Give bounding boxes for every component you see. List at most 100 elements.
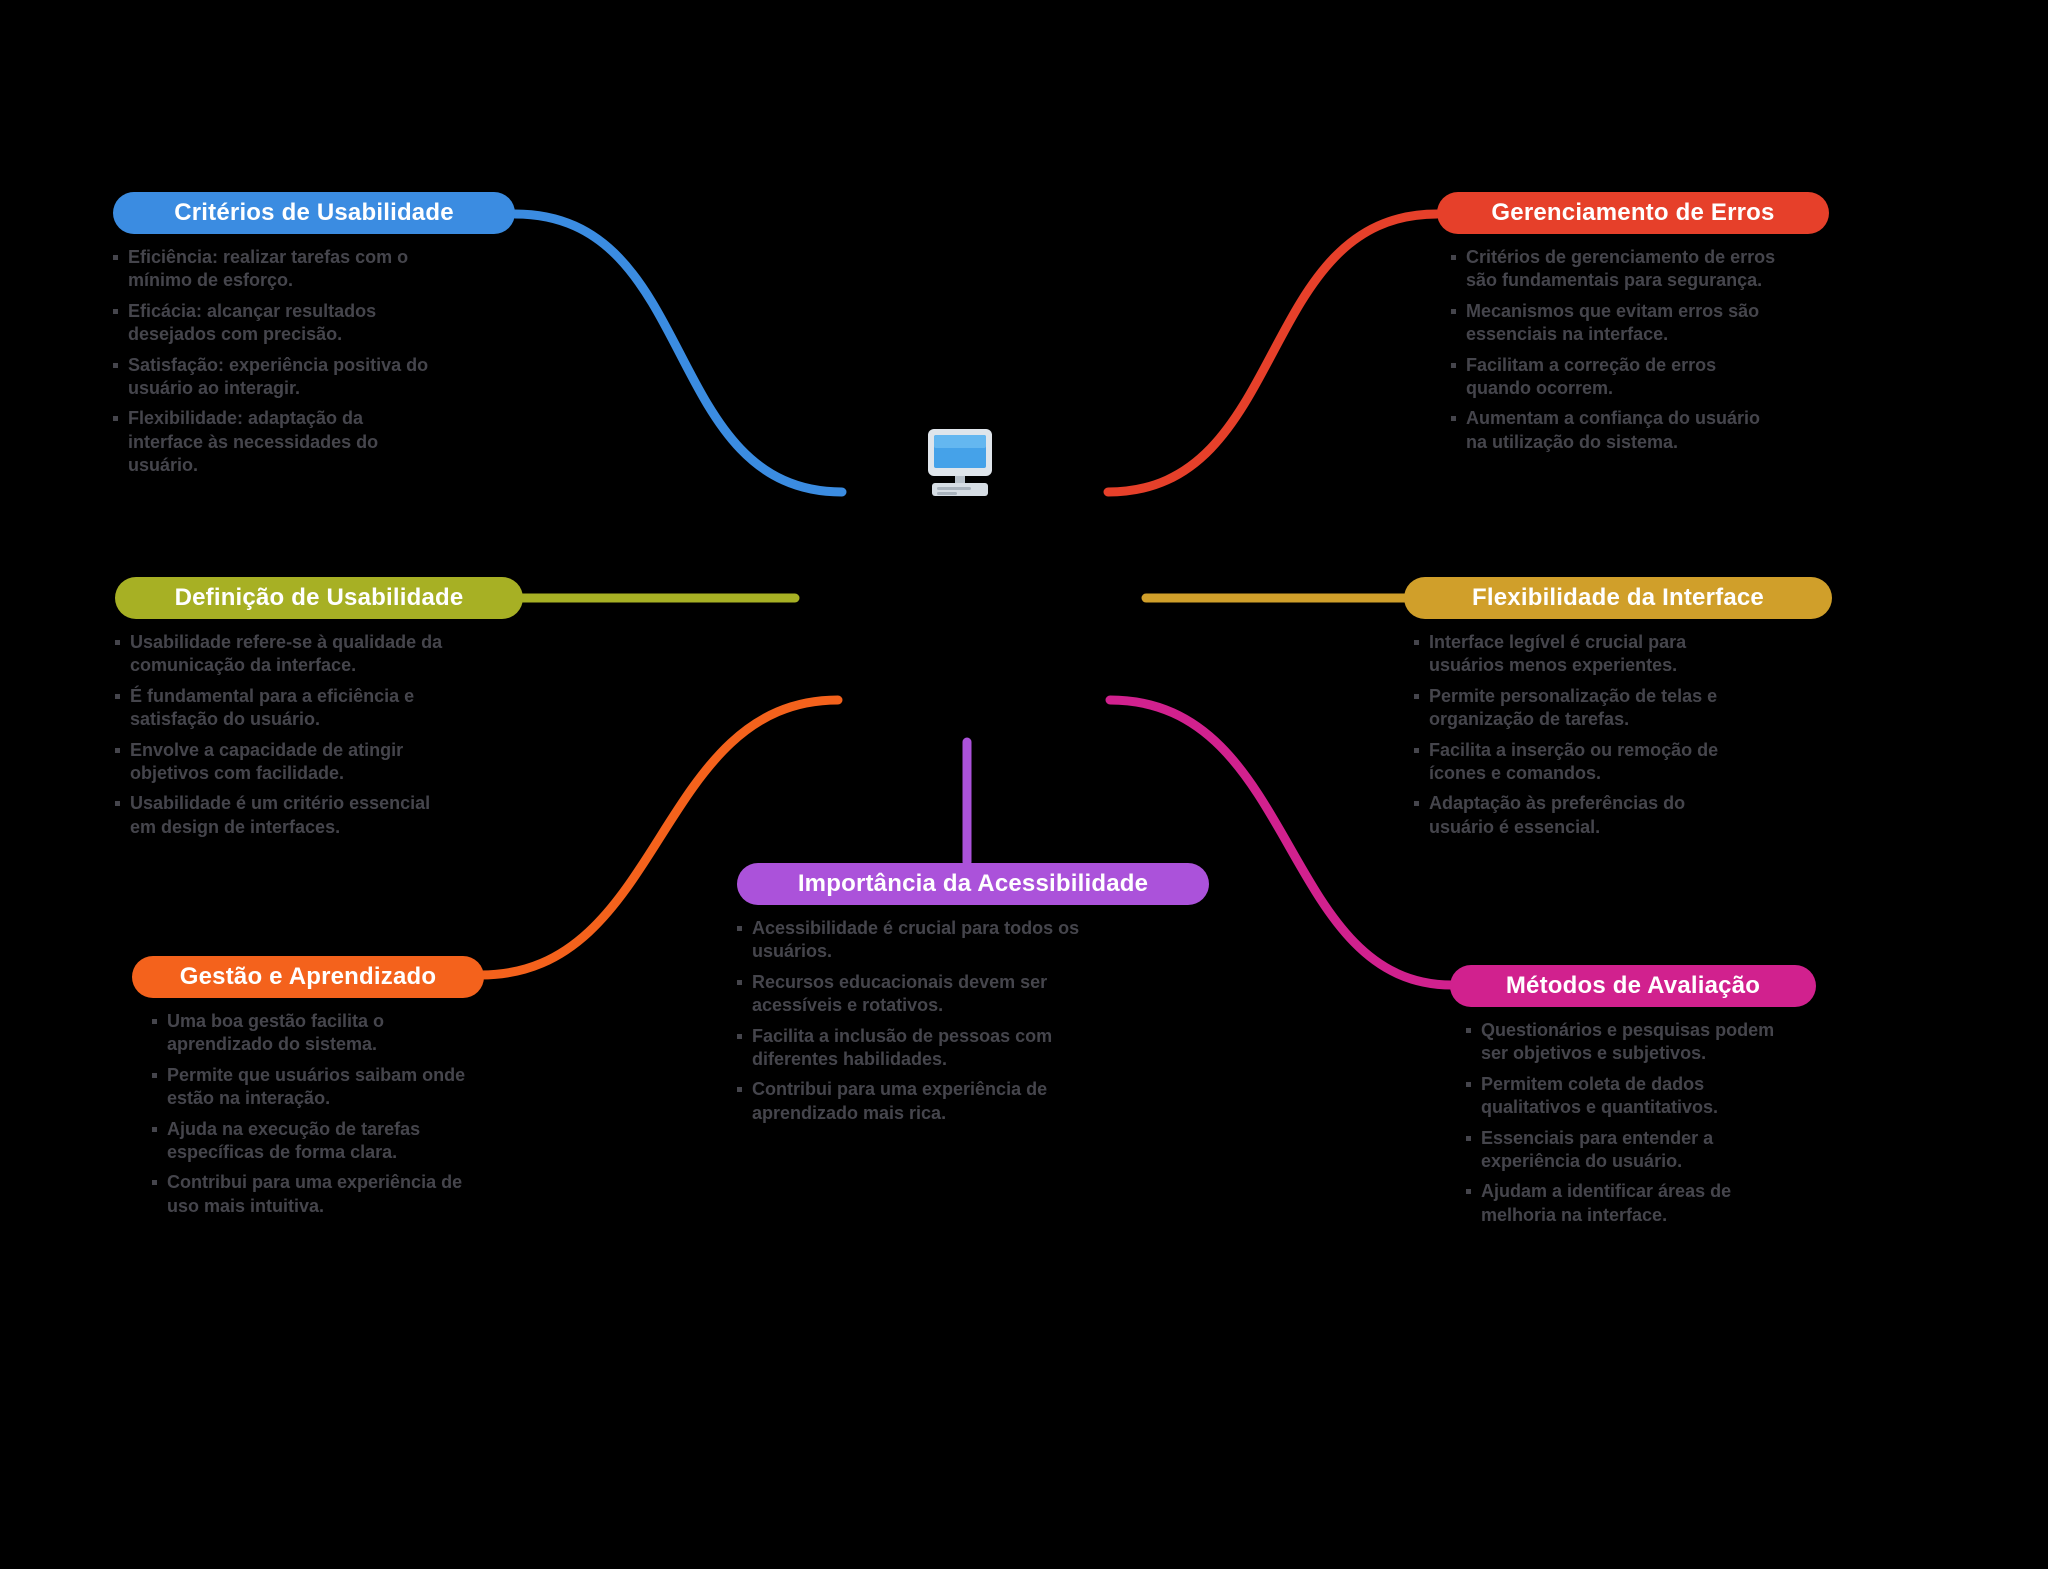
bullet-text: Usabilidade refere-se à qualidade da com… xyxy=(130,632,443,676)
node-bullets: Interface legível é crucial para usuário… xyxy=(1414,631,1754,839)
bullet-text: Permite que usuários saibam onde estão n… xyxy=(167,1064,466,1109)
connector-criterios-de-usabilidade xyxy=(510,209,847,497)
node-title-pill: Importância da Acessibilidade xyxy=(737,863,1209,905)
bullet-item: Ajuda na execução de tarefas específicas… xyxy=(152,1118,467,1165)
bullet-item: Questionários e pesquisas podem ser obje… xyxy=(1466,1019,1786,1066)
bullet-marker xyxy=(737,1087,742,1093)
bullet-item: Interface legível é crucial para usuário… xyxy=(1414,631,1754,678)
bullet-item: Aumentam a confiança do usuário na utili… xyxy=(1451,407,1786,454)
bullet-marker xyxy=(115,640,120,645)
bullet-text: Ajudam a identificar áreas de melhoria n… xyxy=(1481,1181,1732,1225)
bullet-text: Essenciais para entender a experiência d… xyxy=(1481,1127,1714,1171)
bullet-text: Critérios de gerenciamento de erros são … xyxy=(1466,247,1776,291)
bullet-item: Eficácia: alcançar resultados desejados … xyxy=(113,300,433,347)
bullet-text: Facilita a inserção ou remoção de ícones… xyxy=(1429,739,1719,783)
node-title: Flexibilidade da Interface xyxy=(1472,584,1764,611)
bullet-text: Eficiência: realizar tarefas com o mínim… xyxy=(128,247,409,291)
bullet-item: Usabilidade refere-se à qualidade da com… xyxy=(115,631,445,678)
bullet-item: Mecanismos que evitam erros são essencia… xyxy=(1451,300,1786,347)
bullet-text: Recursos educacionais devem ser acessíve… xyxy=(752,971,1048,1016)
bullet-text: Adaptação às preferências do usuário é e… xyxy=(1429,793,1686,837)
node-title-pill: Definição de Usabilidade xyxy=(115,577,523,619)
node-definicao-de-usabilidade: Definição de Usabilidade Usabilidade ref… xyxy=(115,577,523,846)
node-importancia-da-acessibilidade: Importância da Acessibilidade Acessibili… xyxy=(737,863,1209,1132)
bullet-marker xyxy=(113,308,118,314)
bullet-text: Usabilidade é um critério essencial em d… xyxy=(130,793,431,837)
computer-icon xyxy=(925,428,995,507)
bullet-text: É fundamental para a eficiência e satisf… xyxy=(130,685,415,730)
node-title: Critérios de Usabilidade xyxy=(174,199,454,226)
bullet-marker xyxy=(113,255,118,260)
bullet-item: Flexibilidade: adaptação da interface às… xyxy=(113,407,433,477)
bullet-item: Permite que usuários saibam onde estão n… xyxy=(152,1064,467,1111)
bullet-marker xyxy=(1451,308,1456,314)
bullet-marker xyxy=(1451,416,1456,422)
bullet-text: Permite personalização de telas e organi… xyxy=(1429,685,1718,730)
bullet-item: Facilita a inclusão de pessoas com difer… xyxy=(737,1025,1102,1072)
node-bullets: Usabilidade refere-se à qualidade da com… xyxy=(115,631,445,839)
bullet-marker xyxy=(152,1072,157,1078)
bullet-text: Interface legível é crucial para usuário… xyxy=(1429,632,1687,676)
node-title: Importância da Acessibilidade xyxy=(797,870,1149,897)
bullet-text: Aumentam a confiança do usuário na utili… xyxy=(1466,408,1761,452)
node-title-pill: Gerenciamento de Erros xyxy=(1437,192,1829,234)
node-gerenciamento-de-erros: Gerenciamento de Erros Critérios de gere… xyxy=(1437,192,1829,461)
bullet-item: Acessibilidade é crucial para todos os u… xyxy=(737,917,1102,964)
bullet-item: Recursos educacionais devem ser acessíve… xyxy=(737,971,1102,1018)
node-bullets: Critérios de gerenciamento de erros são … xyxy=(1451,246,1786,454)
node-title: Gerenciamento de Erros xyxy=(1491,199,1775,226)
bullet-marker xyxy=(152,1126,157,1132)
node-title: Gestão e Aprendizado xyxy=(179,963,437,990)
bullet-marker xyxy=(1466,1189,1471,1195)
node-criterios-de-usabilidade: Critérios de Usabilidade Eficiência: rea… xyxy=(113,192,515,485)
bullet-text: Satisfação: experiência positiva do usuá… xyxy=(128,354,429,398)
bullet-text: Eficácia: alcançar resultados desejados … xyxy=(128,300,377,345)
bullet-marker xyxy=(1451,362,1456,368)
node-title: Métodos de Avaliação xyxy=(1505,972,1761,999)
node-title-pill: Critérios de Usabilidade xyxy=(113,192,515,234)
node-title: Definição de Usabilidade xyxy=(174,584,464,611)
bullet-item: Satisfação: experiência positiva do usuá… xyxy=(113,354,433,401)
bullet-marker xyxy=(737,1033,742,1039)
bullet-text: Permitem coleta de dados qualitativos e … xyxy=(1481,1073,1719,1118)
bullet-marker xyxy=(152,1180,157,1186)
bullet-text: Mecanismos que evitam erros são essencia… xyxy=(1466,300,1760,345)
bullet-item: Permitem coleta de dados qualitativos e … xyxy=(1466,1073,1786,1120)
bullet-text: Envolve a capacidade de atingir objetivo… xyxy=(130,739,404,783)
bullet-marker xyxy=(1414,747,1419,753)
node-title-pill: Gestão e Aprendizado xyxy=(132,956,484,998)
computer-icon-graphic xyxy=(928,429,992,496)
bullet-item: Usabilidade é um critério essencial em d… xyxy=(115,792,445,839)
bullet-marker xyxy=(113,362,118,368)
node-bullets: Uma boa gestão facilita o aprendizado do… xyxy=(152,1010,467,1218)
bullet-item: Permite personalização de telas e organi… xyxy=(1414,685,1754,732)
node-title-pill: Flexibilidade da Interface xyxy=(1404,577,1832,619)
bullet-item: Essenciais para entender a experiência d… xyxy=(1466,1127,1786,1174)
bullet-marker xyxy=(115,801,120,807)
bullet-marker xyxy=(115,693,120,699)
node-bullets: Eficiência: realizar tarefas com o mínim… xyxy=(113,246,433,478)
node-title-pill: Métodos de Avaliação xyxy=(1450,965,1816,1007)
connector-gerenciamento-de-erros xyxy=(1103,209,1442,497)
bullet-text: Ajuda na execução de tarefas específicas… xyxy=(167,1118,421,1162)
bullet-text: Acessibilidade é crucial para todos os u… xyxy=(752,918,1080,962)
bullet-item: Contribui para uma experiência de aprend… xyxy=(737,1078,1102,1125)
bullet-marker xyxy=(1451,255,1456,260)
bullet-marker xyxy=(1466,1135,1471,1141)
node-bullets: Questionários e pesquisas podem ser obje… xyxy=(1466,1019,1786,1227)
bullet-marker xyxy=(152,1019,157,1024)
bullet-item: Facilita a inserção ou remoção de ícones… xyxy=(1414,739,1754,786)
bullet-text: Flexibilidade: adaptação da interface às… xyxy=(128,408,379,476)
bullet-text: Uma boa gestão facilita o aprendizado do… xyxy=(167,1011,385,1055)
bullet-marker xyxy=(1466,1028,1471,1033)
bullet-text: Questionários e pesquisas podem ser obje… xyxy=(1481,1020,1775,1064)
bullet-marker xyxy=(1414,640,1419,645)
bullet-marker xyxy=(1414,801,1419,807)
bullet-item: Contribui para uma experiência de uso ma… xyxy=(152,1171,467,1218)
bullet-item: Adaptação às preferências do usuário é e… xyxy=(1414,792,1754,839)
bullet-item: É fundamental para a eficiência e satisf… xyxy=(115,685,445,732)
bullet-item: Ajudam a identificar áreas de melhoria n… xyxy=(1466,1180,1786,1227)
bullet-text: Facilitam a correção de erros quando oco… xyxy=(1466,354,1717,398)
bullet-marker xyxy=(115,747,120,753)
